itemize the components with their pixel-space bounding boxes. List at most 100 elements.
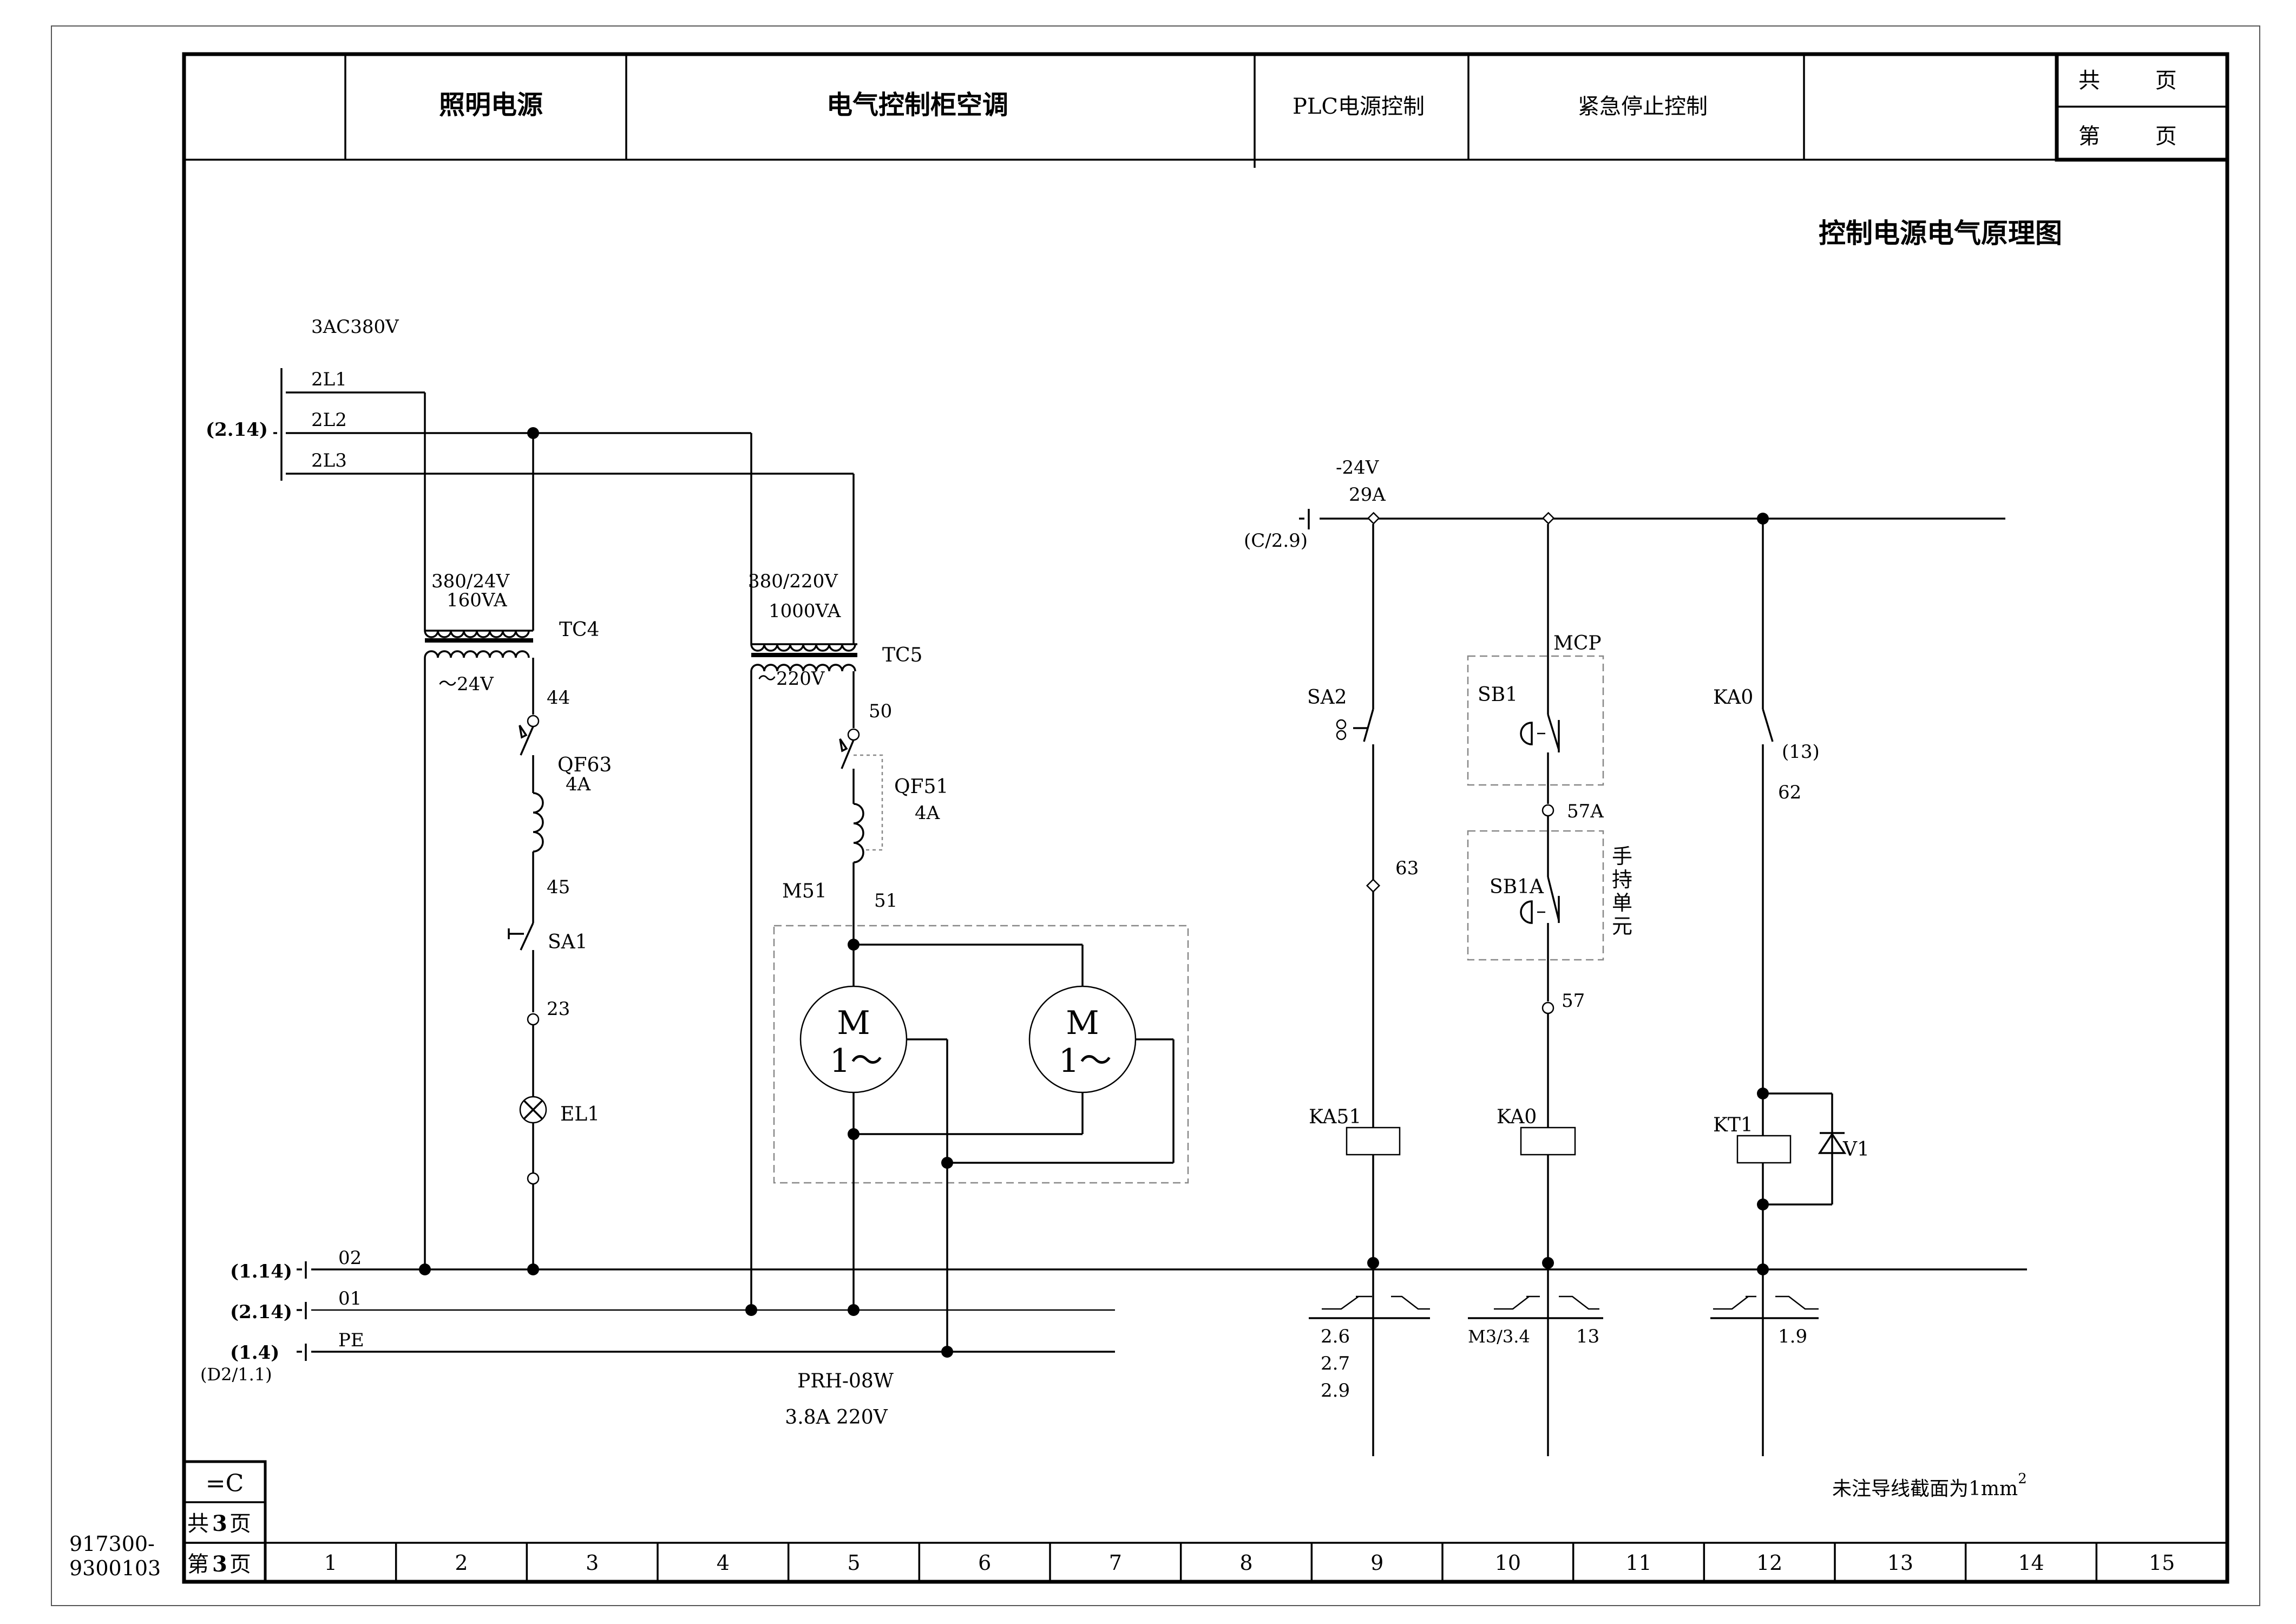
motor1-phase: 1～ bbox=[830, 1042, 883, 1080]
column-number-7: 7 bbox=[1109, 1551, 1122, 1575]
ka51-xref-2: 2.7 bbox=[1321, 1353, 1350, 1374]
column-number-13: 13 bbox=[1887, 1551, 1913, 1575]
wire-45: 45 bbox=[547, 876, 570, 898]
sb1-label: SB1 bbox=[1478, 684, 1518, 706]
column-number-14: 14 bbox=[2018, 1551, 2044, 1575]
m51-label: M51 bbox=[782, 880, 827, 902]
phase-l3-label: 2L3 bbox=[311, 450, 347, 472]
ka51-label: KA51 bbox=[1309, 1106, 1361, 1128]
column-number-2: 2 bbox=[455, 1551, 468, 1575]
header-row: 照明电源 电气控制柜空调 PLC电源控制 紧急停止控制 共 页 第 页 bbox=[184, 52, 2229, 168]
drawing-number-1: 917300- bbox=[69, 1532, 155, 1556]
column-number-1: 1 bbox=[324, 1551, 337, 1575]
header-page-total: 共 页 bbox=[2078, 68, 2177, 93]
bottom-bus: 02 01 PE (1.14) (2.14) (1.4) (D2/1.1) bbox=[200, 1247, 2027, 1385]
v1-label: V1 bbox=[1842, 1138, 1869, 1161]
outer-border bbox=[51, 25, 2260, 1606]
phase-l2-label: 2L2 bbox=[311, 409, 347, 431]
kt1-xref: 1.9 bbox=[1778, 1326, 1807, 1347]
fan-branch: 380/220V 1000VA TC5 ～220V 50 QF51 4A M51… bbox=[748, 433, 1189, 1429]
supply-voltage: 3AC380V bbox=[311, 316, 399, 338]
tc4-label: TC4 bbox=[559, 619, 599, 641]
ka51-xref-3: 2.9 bbox=[1321, 1380, 1350, 1402]
wire-63: 63 bbox=[1395, 857, 1419, 879]
drawing-title: 控制电源电气原理图 bbox=[1819, 217, 2062, 249]
kt1-label: KT1 bbox=[1713, 1114, 1753, 1136]
ka0-no-xref: 13 bbox=[1576, 1326, 1599, 1347]
column-number-11: 11 bbox=[1625, 1551, 1651, 1575]
ka51-coil bbox=[1346, 1127, 1401, 1156]
ka51-circuit: SA2 63 KA51 2.6 2.7 2.9 bbox=[1307, 524, 1430, 1456]
column-number-4: 4 bbox=[717, 1551, 730, 1575]
column-number-3: 3 bbox=[586, 1551, 599, 1575]
qf51-label: QF51 bbox=[894, 776, 948, 798]
ka0-coil-label: KA0 bbox=[1497, 1106, 1537, 1128]
tc4-secondary: ～24V bbox=[438, 673, 494, 695]
dc-voltage: -24V bbox=[1336, 457, 1380, 479]
column-number-10: 10 bbox=[1495, 1551, 1521, 1575]
dc-supply: -24V 29A (C/2.9) bbox=[1244, 457, 2005, 552]
column-number-5: 5 bbox=[847, 1551, 860, 1575]
bus-02-label: 02 bbox=[338, 1247, 362, 1269]
tc5-label: TC5 bbox=[882, 644, 922, 666]
wire-44: 44 bbox=[547, 687, 570, 709]
wire-62: 62 bbox=[1778, 782, 1801, 803]
handheld-char-1: 手 bbox=[1612, 844, 1632, 868]
header-cabinet-aircon: 电气控制柜空调 bbox=[826, 90, 1008, 120]
motor2-symbol: M bbox=[1066, 1004, 1099, 1042]
tc5-power: 1000VA bbox=[769, 600, 841, 622]
header-lighting-power: 照明电源 bbox=[439, 90, 543, 120]
bus-01-ref: (2.14) bbox=[230, 1301, 292, 1323]
tc5-secondary: ～220V bbox=[758, 668, 825, 690]
wire-51: 51 bbox=[874, 890, 897, 912]
wire-50: 50 bbox=[869, 700, 892, 722]
sb1a-label: SB1A bbox=[1490, 876, 1544, 898]
bus-02-ref: (1.14) bbox=[230, 1261, 292, 1282]
ka0-coil bbox=[1520, 1127, 1576, 1156]
fan-enclosure bbox=[773, 925, 1189, 1184]
wire-23: 23 bbox=[547, 998, 570, 1020]
sa2-label: SA2 bbox=[1307, 686, 1347, 709]
header-plc-power: PLC电源控制 bbox=[1293, 94, 1425, 119]
fan-model: PRH-08W bbox=[797, 1370, 894, 1392]
handheld-char-3: 单 bbox=[1612, 891, 1632, 915]
column-number-12: 12 bbox=[1756, 1551, 1782, 1575]
bus-01-label: 01 bbox=[338, 1288, 362, 1309]
motor2-phase: 1～ bbox=[1059, 1042, 1112, 1080]
tc5-ratio: 380/220V bbox=[748, 571, 838, 592]
mcp-label: MCP bbox=[1553, 632, 1602, 654]
wire-note: 未注导线截面为1mm2 bbox=[1832, 1471, 2027, 1500]
dc-ref: (C/2.9) bbox=[1244, 530, 1308, 552]
lighting-branch: 380/24V 160VA TC4 ～24V 44 QF63 4A 45 SA1… bbox=[424, 392, 612, 1269]
wire-note-sup: 2 bbox=[2018, 1471, 2027, 1487]
ka0-contact-ref: (13) bbox=[1782, 741, 1820, 763]
wire-57a: 57A bbox=[1567, 801, 1604, 822]
header-emergency-stop: 紧急停止控制 bbox=[1578, 94, 1708, 119]
fan-rating: 3.8A 220V bbox=[785, 1406, 888, 1429]
dc-wire: 29A bbox=[1349, 484, 1386, 506]
tc4-power: 160VA bbox=[447, 590, 507, 611]
bus-pe-subref: (D2/1.1) bbox=[200, 1364, 272, 1385]
qf63-rating: 4A bbox=[566, 774, 591, 795]
mcp-box bbox=[1467, 655, 1604, 786]
column-number-15: 15 bbox=[2149, 1551, 2175, 1575]
sa1-label: SA1 bbox=[548, 931, 588, 953]
wire-57: 57 bbox=[1562, 990, 1585, 1012]
el1-label: EL1 bbox=[560, 1103, 600, 1125]
bus-pe-label: PE bbox=[338, 1330, 364, 1351]
column-number-8: 8 bbox=[1239, 1551, 1252, 1575]
ka0-circuit: MCP SB1 57A SB1A 手 持 单 元 57 KA0 M3/3.4 1… bbox=[1467, 524, 1632, 1456]
kt1-coil bbox=[1736, 1135, 1792, 1164]
ka0-contact-label: KA0 bbox=[1713, 686, 1753, 709]
ka51-xref-1: 2.6 bbox=[1321, 1326, 1350, 1347]
phase-l1-label: 2L1 bbox=[311, 369, 347, 390]
column-number-9: 9 bbox=[1370, 1551, 1383, 1575]
column-number-6: 6 bbox=[978, 1551, 991, 1575]
drawing-frame bbox=[182, 52, 2229, 1584]
tc4-ratio: 380/24V bbox=[431, 571, 510, 592]
